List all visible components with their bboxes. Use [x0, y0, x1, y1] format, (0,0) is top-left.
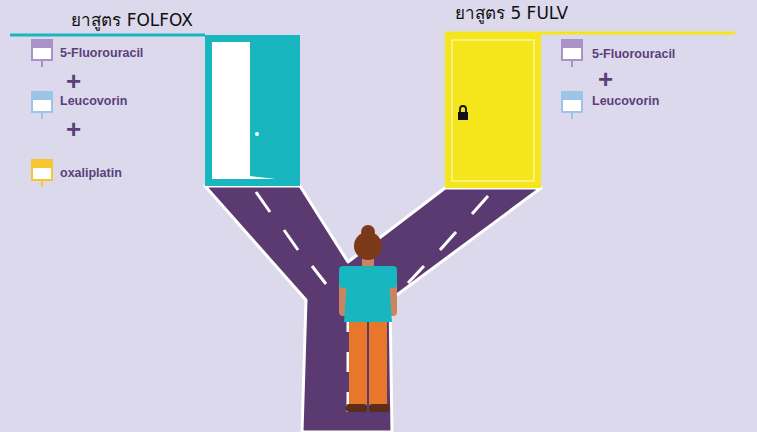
woman-figure [339, 225, 397, 412]
iv-bag [562, 92, 582, 119]
road-dashes [256, 192, 488, 412]
drug-name: Leucovorin [592, 94, 659, 108]
road-dash [408, 266, 424, 283]
iv-bag [32, 40, 52, 67]
plus-sign: + [66, 66, 81, 97]
road [205, 186, 541, 432]
drug-name: 5-Fluorouracil [592, 47, 675, 61]
drug-name: Leucovorin [60, 94, 127, 108]
road-dash [312, 266, 326, 284]
road-dash [440, 232, 456, 250]
drug-name: oxaliplatin [60, 166, 122, 180]
road-dash [284, 230, 298, 250]
iv-bag [32, 160, 52, 187]
drug-name: 5-Fluorouracil [60, 46, 143, 60]
option-heading: ยาสูตร 5 FULV [455, 3, 568, 23]
plus-sign: + [598, 64, 613, 95]
door-box: ยาสูตร FOLFOX [205, 35, 300, 186]
door-box: ยาสูตร 5 FULV [445, 33, 541, 188]
iv-bag [32, 92, 52, 119]
option-heading: ยาสูตร FOLFOX [71, 10, 193, 30]
road-dash [472, 196, 488, 214]
road-dash [256, 192, 270, 212]
plus-sign: + [66, 114, 81, 145]
heading-underline [10, 34, 205, 37]
iv-bag [562, 40, 582, 67]
